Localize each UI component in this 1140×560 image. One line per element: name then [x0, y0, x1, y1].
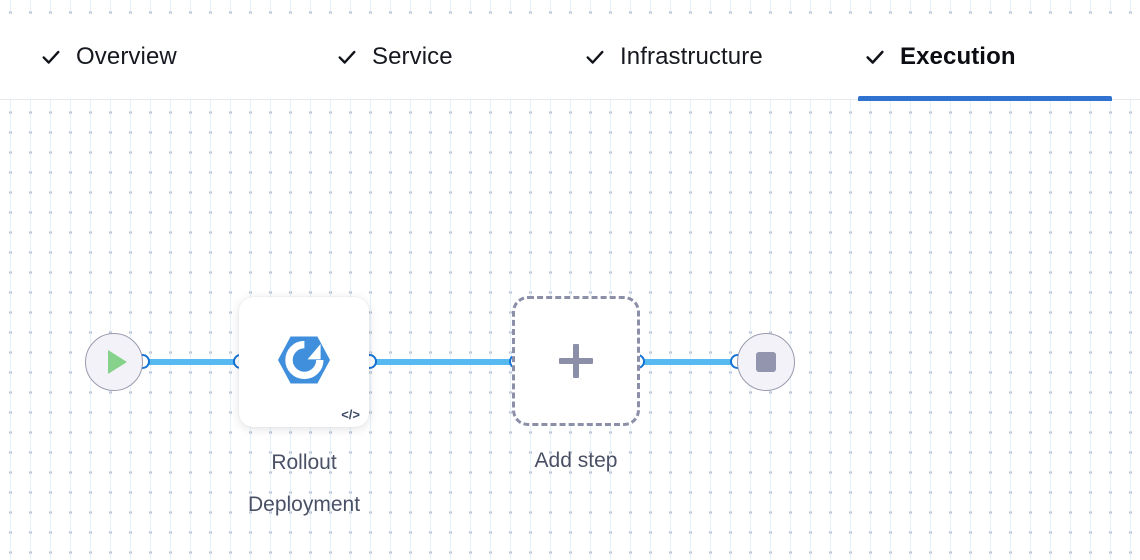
add-step-node[interactable]: [512, 296, 640, 426]
tab-service[interactable]: Service: [330, 14, 459, 100]
rollout-deployment-icon: [277, 335, 331, 390]
step-label-rollout-deployment: Rollout Deployment: [247, 451, 361, 516]
pipeline-end-node[interactable]: [737, 333, 795, 391]
check-icon: [40, 46, 62, 68]
check-icon: [584, 46, 606, 68]
tab-overview[interactable]: Overview: [34, 14, 183, 100]
step-node-rollout-deployment[interactable]: </>: [239, 297, 369, 427]
tab-overview-label: Overview: [76, 43, 177, 70]
pipeline-start-node[interactable]: [85, 333, 143, 391]
tab-service-label: Service: [372, 43, 453, 70]
tab-execution[interactable]: Execution: [858, 14, 1112, 101]
code-icon[interactable]: </>: [341, 407, 360, 422]
edge-addstep-to-end[interactable]: [636, 359, 744, 365]
tab-infrastructure-label: Infrastructure: [620, 43, 763, 70]
active-tab-indicator: [858, 96, 1112, 101]
play-icon: [107, 350, 127, 374]
tab-execution-label: Execution: [900, 43, 1016, 70]
edge-rollout-to-addstep[interactable]: [368, 359, 520, 365]
pipeline-stage-tabs: Overview Service Infrastructure: [0, 14, 1140, 101]
check-icon: [336, 46, 358, 68]
stop-icon: [756, 352, 776, 372]
add-step-label: Add step: [534, 449, 618, 472]
edge-start-to-rollout[interactable]: [142, 359, 246, 365]
check-icon: [864, 46, 886, 68]
plus-icon: [559, 344, 593, 378]
tab-infrastructure[interactable]: Infrastructure: [578, 14, 769, 100]
